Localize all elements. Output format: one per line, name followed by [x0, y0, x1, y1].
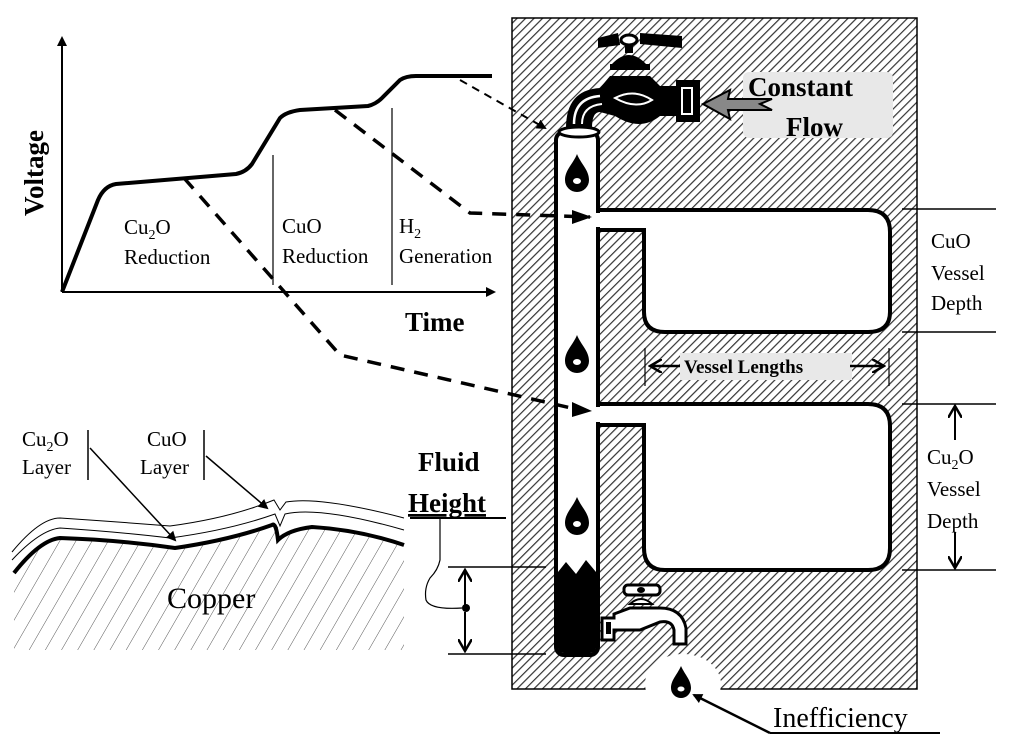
region-label-cuo: CuO	[282, 214, 322, 238]
cuo-layer-label: CuO	[147, 427, 187, 451]
faucet-icon	[557, 33, 700, 139]
cuo-depth-label-line3: Depth	[931, 291, 983, 315]
inefficiency-label: Inefficiency	[773, 703, 908, 734]
region-label-cuo-line2: Reduction	[282, 244, 369, 268]
cuo-layer-label-line2: Layer	[140, 455, 189, 479]
vessel-lengths-label: Vessel Lengths	[684, 357, 803, 378]
region-label-h2-line2: Generation	[399, 244, 493, 268]
dashed-arrow-cuo	[333, 108, 591, 219]
mapping-arrows	[182, 79, 592, 417]
cu2o-depth-label-line3: Depth	[927, 509, 979, 533]
droplet-icon	[565, 497, 589, 535]
fluid-height-leader	[424, 519, 463, 609]
x-axis-label: Time	[405, 307, 465, 337]
droplet-icon	[565, 335, 589, 373]
cu2o-layer-label: Cu2O	[22, 427, 69, 455]
voltage-time-graph	[57, 36, 496, 297]
region-label-cu2o: Cu2O	[124, 215, 171, 243]
y-axis-label: Voltage	[19, 130, 49, 216]
region-label-h2: H2	[399, 214, 421, 242]
constant-flow-label-line2: Flow	[786, 112, 843, 142]
copper-surface	[11, 430, 405, 650]
cuo-depth-label: CuO	[931, 229, 971, 253]
cuo-layer-line	[11, 499, 405, 553]
pointer-cuo	[205, 455, 269, 510]
inefficiency-droplet-icon	[671, 666, 691, 698]
constant-flow-label: Constant	[748, 72, 853, 102]
fluid-height-label-line2: Height	[408, 488, 486, 518]
droplet-icon	[565, 154, 589, 192]
flow-arrow-icon	[700, 88, 773, 121]
copper-label: Copper	[167, 582, 255, 615]
copper-surface-line	[12, 522, 405, 575]
dashed-arrow-cu2o	[182, 176, 581, 412]
drain-faucet-icon	[600, 583, 688, 646]
fluid-level	[558, 560, 596, 653]
vessel-lengths-box	[680, 353, 852, 380]
dimension-lines	[424, 208, 996, 735]
cu2o-layer-label-line2: Layer	[22, 455, 71, 479]
cuo-vessel	[596, 208, 892, 334]
cuo-depth-label-line2: Vessel	[931, 261, 985, 285]
cu2o-vessel	[596, 402, 892, 572]
region-label-cu2o-line2: Reduction	[124, 245, 211, 269]
pointer-cu2o	[89, 447, 177, 542]
copper-substrate	[14, 524, 404, 650]
dashed-arrow-h2	[459, 79, 547, 129]
inefficiency-pointer	[692, 693, 771, 735]
constant-flow-box	[743, 72, 893, 138]
fluid-height-label: Fluid	[418, 447, 480, 477]
voltage-curve	[60, 74, 492, 293]
cu2o-layer-line	[11, 511, 405, 561]
cu2o-depth-label-line2: Vessel	[927, 477, 981, 501]
cu2o-depth-label: Cu2O	[927, 445, 974, 473]
